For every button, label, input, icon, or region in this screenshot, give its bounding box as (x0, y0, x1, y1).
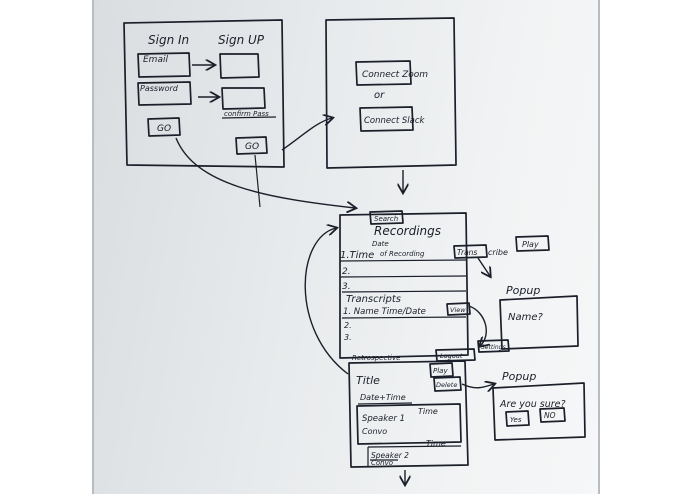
connect-screen: Connect Zoom or Connect Slack (325, 17, 457, 192)
recording-row-of: of Recording (380, 250, 425, 258)
signup-password-field[interactable] (221, 87, 266, 110)
view-button[interactable] (446, 302, 471, 316)
search-button[interactable] (369, 210, 404, 225)
detail-title: Title (356, 374, 380, 387)
speaker2-convo: Convo (371, 459, 393, 467)
confirm-no-label: NO (544, 411, 556, 420)
popup1-text: Name? (508, 312, 544, 323)
transcript-row-2: 2. (344, 321, 352, 330)
speaker1-time: Time (418, 407, 438, 416)
detail-play-button[interactable] (429, 362, 454, 378)
recording-row-3: 3. (342, 282, 351, 292)
popup2-label: Popup (502, 370, 536, 383)
popup2-text: Are you sure? (499, 399, 566, 410)
view-label: View (450, 306, 466, 314)
signin-go-label: GO (157, 124, 171, 134)
transcript-row-1: 1. Name Time/Date (343, 307, 426, 317)
email-label: Email (143, 55, 168, 65)
detail-play-label: Play (433, 367, 448, 375)
recording-play-label: Play (522, 240, 539, 249)
speaker2-label: Speaker 2 (371, 451, 409, 460)
recording-date-label: Date (372, 240, 389, 248)
recording-row-time: 1.Time (340, 250, 374, 261)
signup-title: Sign UP (218, 33, 265, 47)
confirm-popup: Popup Are you sure? Yes NO (492, 370, 586, 441)
search-label: Search (374, 215, 398, 223)
logout-button[interactable] (435, 348, 476, 362)
recording-row-2: 2. (342, 267, 351, 277)
transcripts-title: Transcripts (346, 294, 401, 305)
signup-flow-line (254, 154, 261, 208)
detail-delete-button[interactable] (433, 376, 462, 392)
detail-screen: Retrospective Logout Settings Title Play… (348, 339, 510, 484)
confirm-no-button[interactable] (539, 407, 566, 423)
or-label: or (374, 90, 385, 101)
connect-zoom-label: Connect Zoom (362, 70, 428, 80)
settings-button[interactable] (477, 339, 510, 353)
name-popup: Popup Name? (499, 284, 579, 350)
recordings-title: Recordings (374, 224, 441, 238)
email-field[interactable] (137, 52, 191, 78)
recording-play-button[interactable] (515, 235, 550, 252)
signup-go-button[interactable] (235, 136, 268, 155)
transcribe-rest-label: cribe (488, 248, 508, 257)
detail-datetime: Date+Time (360, 393, 406, 402)
transcript-row-3: 3. (344, 333, 352, 342)
detail-delete-label: Delete (436, 381, 457, 389)
back-to-recordings-arrow (304, 228, 349, 375)
password-label: Password (140, 84, 179, 93)
connect-zoom-button[interactable] (355, 60, 412, 86)
recordings-screen: Search Recordings Date 1.Time of Recordi… (339, 210, 550, 359)
signup-email-field[interactable] (219, 53, 260, 79)
popup1-label: Popup (506, 284, 540, 297)
signin-go-button[interactable] (147, 117, 181, 137)
speaker1-label: Speaker 1 (362, 414, 405, 424)
signin-flow-arrow (175, 137, 355, 208)
speaker1-entry (356, 403, 462, 445)
confirm-yes-button[interactable] (505, 410, 530, 427)
transcribe-button[interactable] (453, 244, 488, 259)
speaker1-convo: Convo (362, 427, 387, 436)
logout-label: Logout (440, 352, 463, 360)
confirm-pass-label: confirm Pass (224, 110, 269, 118)
settings-label: Settings (481, 344, 506, 351)
connect-slack-label: Connect Slack (364, 116, 425, 126)
whiteboard-left-edge (92, 0, 94, 494)
confirm-yes-label: Yes (510, 416, 522, 424)
auth-screen: Sign In Sign UP Email Password GO confir… (123, 19, 285, 168)
transcribe-box-label: Trans (457, 248, 477, 257)
connect-slack-button[interactable] (359, 106, 414, 132)
whiteboard-right-edge (598, 0, 600, 494)
retrospective-label: Retrospective (352, 354, 400, 362)
password-field[interactable] (137, 81, 192, 106)
speaker2-time: Time (426, 439, 446, 448)
signup-go-label: GO (245, 142, 259, 152)
auth-to-connect-arrow (281, 118, 332, 151)
signin-title: Sign In (148, 33, 189, 47)
